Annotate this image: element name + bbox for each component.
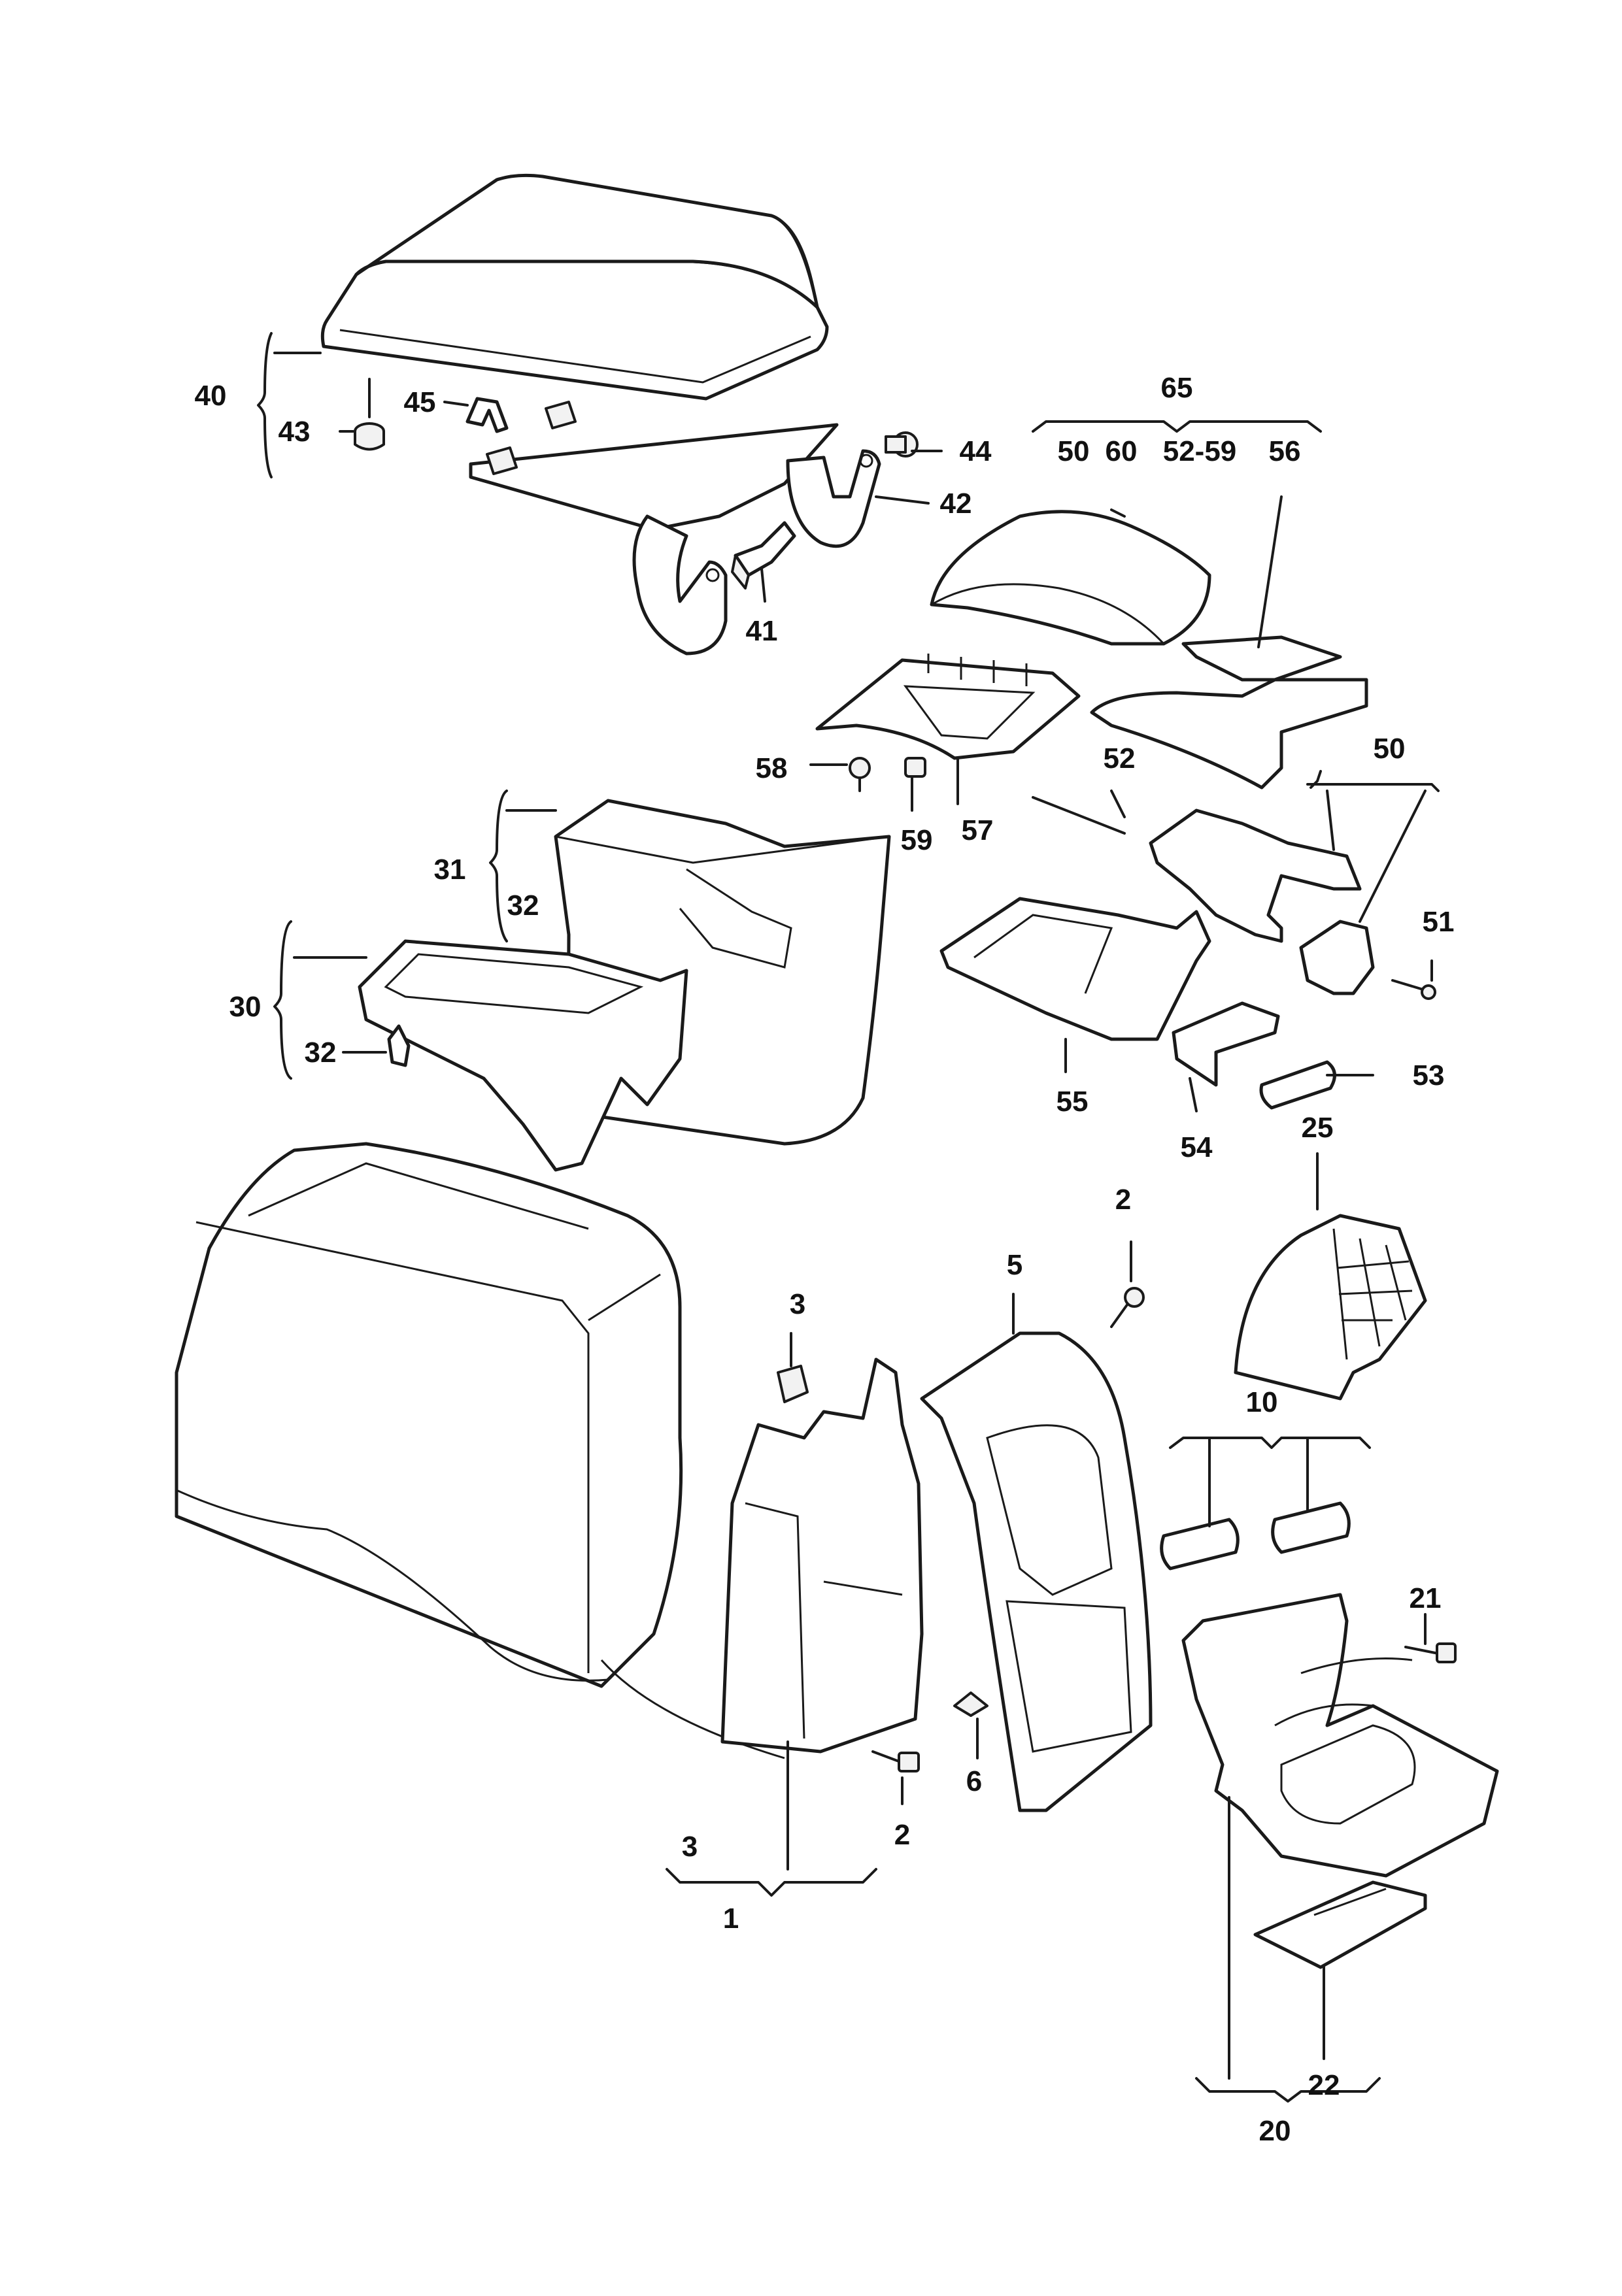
label-42: 42 xyxy=(940,488,972,520)
part-1-console-frame xyxy=(720,1357,924,1754)
label-52: 52 xyxy=(1104,742,1136,774)
label-55: 55 xyxy=(1056,1086,1089,1118)
part-20-cup-holder xyxy=(1181,1593,1499,1878)
label-50-right: 50 xyxy=(1374,733,1406,765)
label-3-upper: 3 xyxy=(790,1288,805,1320)
label-53: 53 xyxy=(1413,1059,1445,1091)
part-10-lighter-right xyxy=(1271,1501,1351,1554)
part-6-clip xyxy=(953,1691,988,1717)
part-42-hinge-arm-left xyxy=(632,514,728,656)
label-10: 10 xyxy=(1246,1386,1278,1418)
part-32-clip xyxy=(387,1024,411,1067)
label-3-lower: 3 xyxy=(682,1831,698,1863)
label-2-lower: 2 xyxy=(894,1819,910,1851)
part-45-clip xyxy=(465,397,509,433)
part-3-clip-nut xyxy=(777,1365,809,1403)
part-54-clip-cover xyxy=(1172,1001,1280,1087)
label-52-59: 52-59 xyxy=(1163,435,1237,467)
part-50-hinge-mechanism xyxy=(1149,808,1375,995)
part-10-lighter-left xyxy=(1160,1518,1240,1571)
part-55-tray xyxy=(939,897,1211,1041)
part-56-cover-bracket xyxy=(1090,635,1368,790)
label-43: 43 xyxy=(279,416,311,448)
label-22: 22 xyxy=(1308,2069,1340,2101)
part-43-rubber-bumper xyxy=(354,422,385,451)
label-60: 60 xyxy=(1106,435,1138,467)
label-45: 45 xyxy=(404,386,436,418)
label-20: 20 xyxy=(1259,2115,1291,2147)
part-labels: 1 2 2 3 3 5 6 10 20 21 22 25 30 31 32 32… xyxy=(195,372,1455,2147)
part-59-nut xyxy=(904,757,926,778)
label-2-upper: 2 xyxy=(1115,1184,1131,1216)
label-51: 51 xyxy=(1423,906,1455,938)
part-44-rivet xyxy=(885,431,919,458)
label-25: 25 xyxy=(1302,1112,1334,1144)
part-52-rod xyxy=(1032,796,1126,835)
part-30-lower-tray xyxy=(358,939,688,1172)
label-30: 30 xyxy=(229,991,262,1023)
leader-lines xyxy=(257,332,1440,2103)
label-65: 65 xyxy=(1161,372,1193,404)
part-21-screw xyxy=(1404,1642,1457,1663)
label-50-top: 50 xyxy=(1058,435,1090,467)
label-5: 5 xyxy=(1007,1249,1022,1281)
label-54: 54 xyxy=(1181,1131,1213,1163)
part-22-mat xyxy=(1253,1880,1427,1969)
part-53-strip xyxy=(1259,1060,1336,1110)
label-57: 57 xyxy=(962,814,994,846)
part-41-hinge-pin xyxy=(731,521,796,590)
label-6: 6 xyxy=(966,1765,982,1797)
part-2-bolt-upper xyxy=(1110,1287,1145,1328)
part-2-bolt-lower xyxy=(871,1750,920,1772)
part-5-side-panel xyxy=(920,1331,1153,1812)
console-housing xyxy=(175,1142,785,1759)
label-32-lower: 32 xyxy=(305,1037,337,1069)
label-58: 58 xyxy=(756,752,788,784)
label-44: 44 xyxy=(960,435,992,467)
part-42-hinge-arm-right xyxy=(786,449,881,548)
part-58-screw xyxy=(849,757,871,792)
label-31: 31 xyxy=(434,854,466,886)
label-59: 59 xyxy=(901,824,933,856)
part-25-air-vent xyxy=(1234,1214,1427,1401)
part-57-cover-frame xyxy=(815,654,1081,760)
part-60-armrest-cushion xyxy=(930,510,1211,646)
label-40: 40 xyxy=(195,380,227,412)
part-51-screw xyxy=(1391,979,1436,1000)
label-1: 1 xyxy=(723,1903,739,1935)
label-41: 41 xyxy=(746,615,778,647)
label-21: 21 xyxy=(1410,1582,1442,1614)
part-40-armrest-lid xyxy=(320,173,829,401)
part-45-armrest-base-plate xyxy=(469,401,839,531)
label-56: 56 xyxy=(1269,435,1301,467)
label-32-upper: 32 xyxy=(507,890,539,922)
